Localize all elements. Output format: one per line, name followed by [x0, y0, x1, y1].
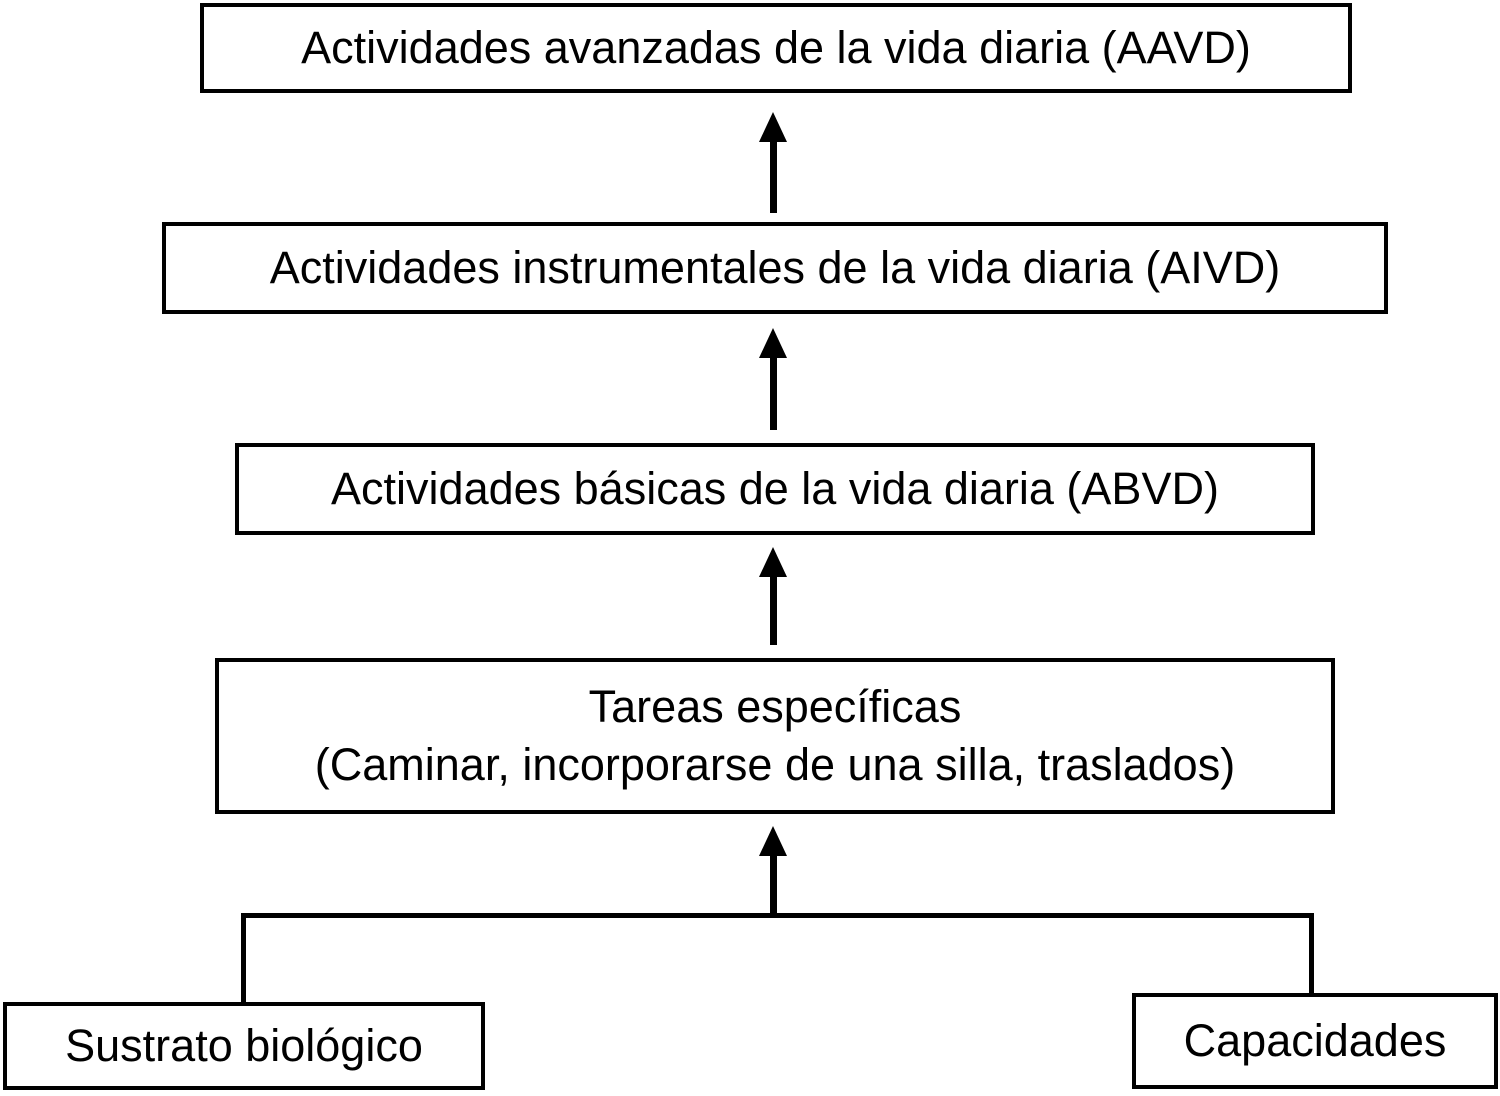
arrow-up-icon: [758, 547, 788, 645]
fork-horizontal-line: [241, 913, 1314, 918]
box-abvd-label: Actividades básicas de la vida diaria (A…: [331, 462, 1219, 514]
box-sustrato: Sustrato biológico: [3, 1002, 485, 1090]
box-aavd-label: Actividades avanzadas de la vida diaria …: [301, 21, 1251, 73]
box-tareas-line2: (Caminar, incorporarse de una silla, tra…: [314, 739, 1236, 790]
arrow-shaft: [769, 856, 777, 917]
box-capacidades-label: Capacidades: [1183, 1014, 1447, 1066]
arrow-head: [759, 826, 787, 856]
box-abvd: Actividades básicas de la vida diaria (A…: [235, 443, 1315, 535]
arrow-head: [759, 112, 787, 142]
fork-right-vertical-line: [1309, 913, 1314, 997]
arrow-up-icon: [758, 112, 788, 213]
box-sustrato-label: Sustrato biológico: [65, 1019, 423, 1071]
arrow-shaft: [769, 577, 777, 645]
arrow-shaft: [769, 358, 777, 430]
fork-left-vertical-line: [241, 913, 246, 1006]
arrow-head: [759, 547, 787, 577]
arrow-up-icon: [758, 328, 788, 430]
box-tareas: Tareas específicas (Caminar, incorporars…: [215, 658, 1335, 814]
arrow-shaft: [769, 142, 777, 213]
box-aivd-label: Actividades instrumentales de la vida di…: [269, 241, 1281, 293]
box-tareas-line1: Tareas específicas: [588, 680, 962, 732]
box-aavd: Actividades avanzadas de la vida diaria …: [200, 3, 1352, 93]
box-capacidades: Capacidades: [1132, 993, 1498, 1089]
arrow-head: [759, 328, 787, 358]
arrow-up-icon: [758, 826, 788, 917]
box-aivd: Actividades instrumentales de la vida di…: [162, 222, 1388, 314]
